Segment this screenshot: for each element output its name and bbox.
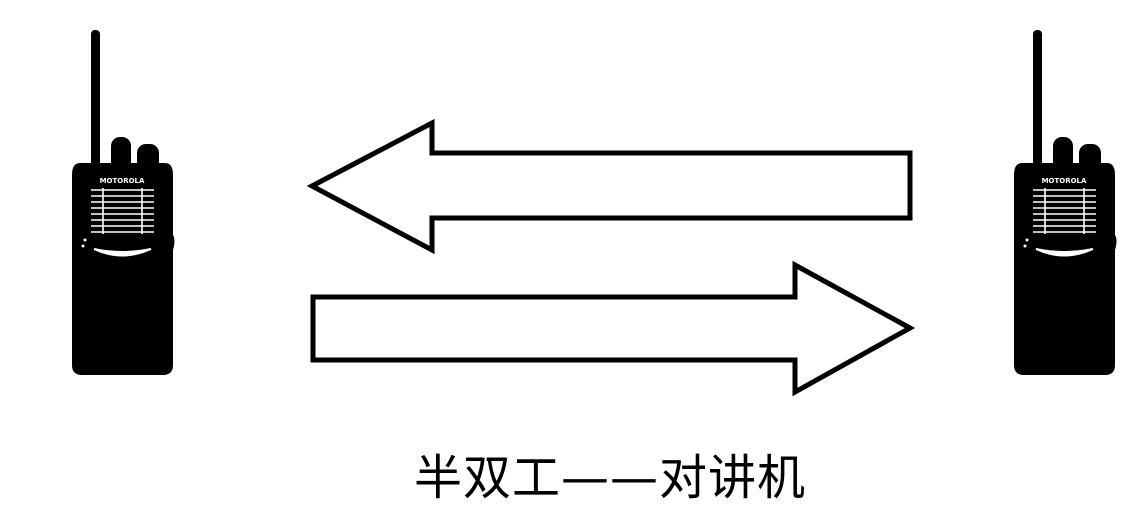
radio-brand-label: MOTOROLA (100, 177, 145, 185)
diagram-caption: 半双工——对讲机 (413, 450, 806, 506)
walkie-talkie-left-icon: MOTOROLA (71, 29, 176, 376)
arrow-right (310, 260, 916, 397)
arrow-left (306, 118, 913, 255)
walkie-talkie-right-icon: MOTOROLA (1013, 29, 1118, 376)
radio-brand-label: MOTOROLA (1042, 177, 1087, 185)
